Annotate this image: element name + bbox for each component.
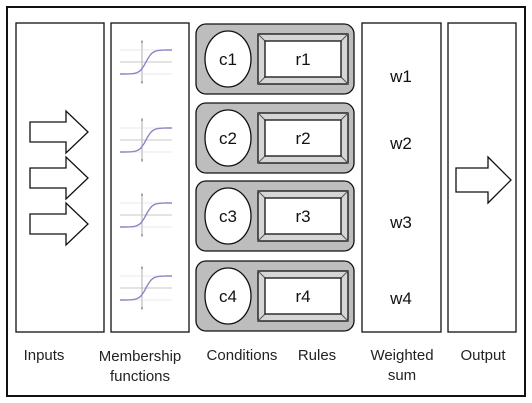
rule-box [264,277,342,315]
label-inputs: Inputs [23,347,65,364]
label-membership-line1: Membership [98,348,182,365]
label-weighted-line2: sum [387,367,417,384]
rule-box [264,197,342,235]
rule-block: c1 r1 [195,23,355,95]
weight-label: w2 [389,134,412,153]
rule-label: r4 [295,287,310,306]
condition-node [204,30,252,88]
condition-node [204,187,252,245]
input-arrow-icon [29,109,89,155]
membership-plots [120,40,172,310]
weight-label: w3 [389,213,412,232]
membership-function-plot-icon [120,40,172,84]
input-arrow-icon [29,201,89,247]
condition-node [204,109,252,167]
label-output: Output [460,347,506,364]
label-weighted-line1: Weighted [370,347,434,364]
weight-label: w1 [389,67,412,86]
rule-box [264,40,342,78]
input-arrows [29,109,89,247]
label-membership-line2: functions [109,368,171,385]
rule-blocks: c1 r1 c2 r2 c3 r3 c4 r4 [195,23,355,332]
membership-function-plot-icon [120,266,172,310]
condition-label: c3 [219,207,237,226]
input-arrow-icon [29,155,89,201]
weights: w1 w2 w3 w4 [389,67,412,308]
rule-label: r2 [295,129,310,148]
condition-label: c4 [219,287,237,306]
rule-block: c4 r4 [195,260,355,332]
weight-label: w4 [389,289,412,308]
condition-label: c1 [219,50,237,69]
membership-panel [110,22,190,333]
membership-function-plot-icon [120,193,172,237]
rule-block: c2 r2 [195,102,355,174]
weighted-sum-panel [361,22,442,333]
condition-node [204,267,252,325]
rule-label: r1 [295,50,310,69]
membership-function-plot-icon [120,118,172,162]
rule-box [264,119,342,157]
label-rules: Rules [297,347,337,364]
rule-label: r3 [295,207,310,226]
condition-label: c2 [219,129,237,148]
output-arrow-icon [455,155,512,205]
rule-block: c3 r3 [195,180,355,252]
label-conditions: Conditions [206,347,278,364]
